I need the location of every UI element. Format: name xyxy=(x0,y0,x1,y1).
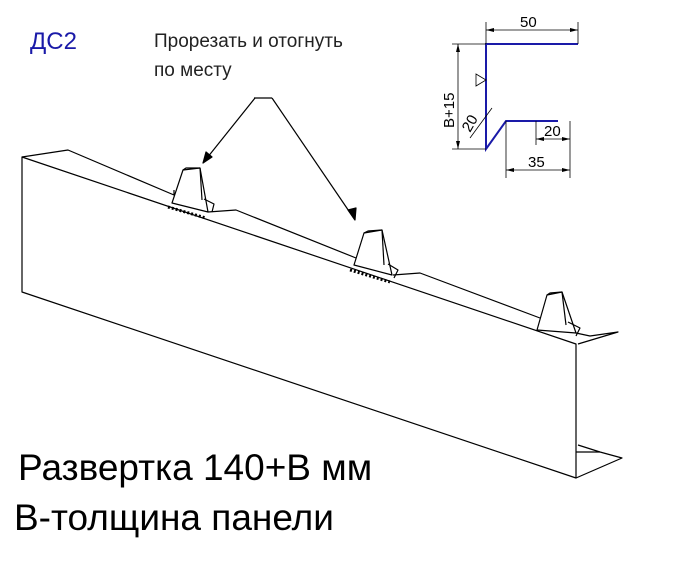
flashing-top-edge-4 xyxy=(575,331,619,345)
dim-top-width: 50 xyxy=(520,14,537,31)
drawing-code: ДС2 xyxy=(30,28,77,55)
dim-bottom-width: 35 xyxy=(528,154,545,171)
cut-tab-2 xyxy=(349,229,399,284)
dim-flange: 20 xyxy=(544,123,561,140)
cut-tab-3 xyxy=(536,291,581,337)
cut-tab-1 xyxy=(167,167,215,220)
dim-diag: 20 xyxy=(459,112,482,135)
instruction-note-line-1: Прорезать и отогнуть xyxy=(154,31,343,52)
leader-arrows xyxy=(202,97,357,221)
flashing-front-face xyxy=(21,156,577,479)
instruction-note-line-2: по месту xyxy=(154,60,232,81)
flashing-bottom-flange xyxy=(575,444,623,479)
flashing-top-edge-2 xyxy=(207,209,357,259)
profile-line xyxy=(485,43,578,153)
profile-section xyxy=(452,22,579,178)
panel-thickness-caption: В-толщина панели xyxy=(14,497,334,538)
unfolded-width-caption: Развертка 140+В мм xyxy=(18,447,373,488)
flashing-top-edge xyxy=(21,149,175,196)
dim-height: B+15 xyxy=(441,93,458,128)
flashing-top-edge-3 xyxy=(392,272,541,319)
